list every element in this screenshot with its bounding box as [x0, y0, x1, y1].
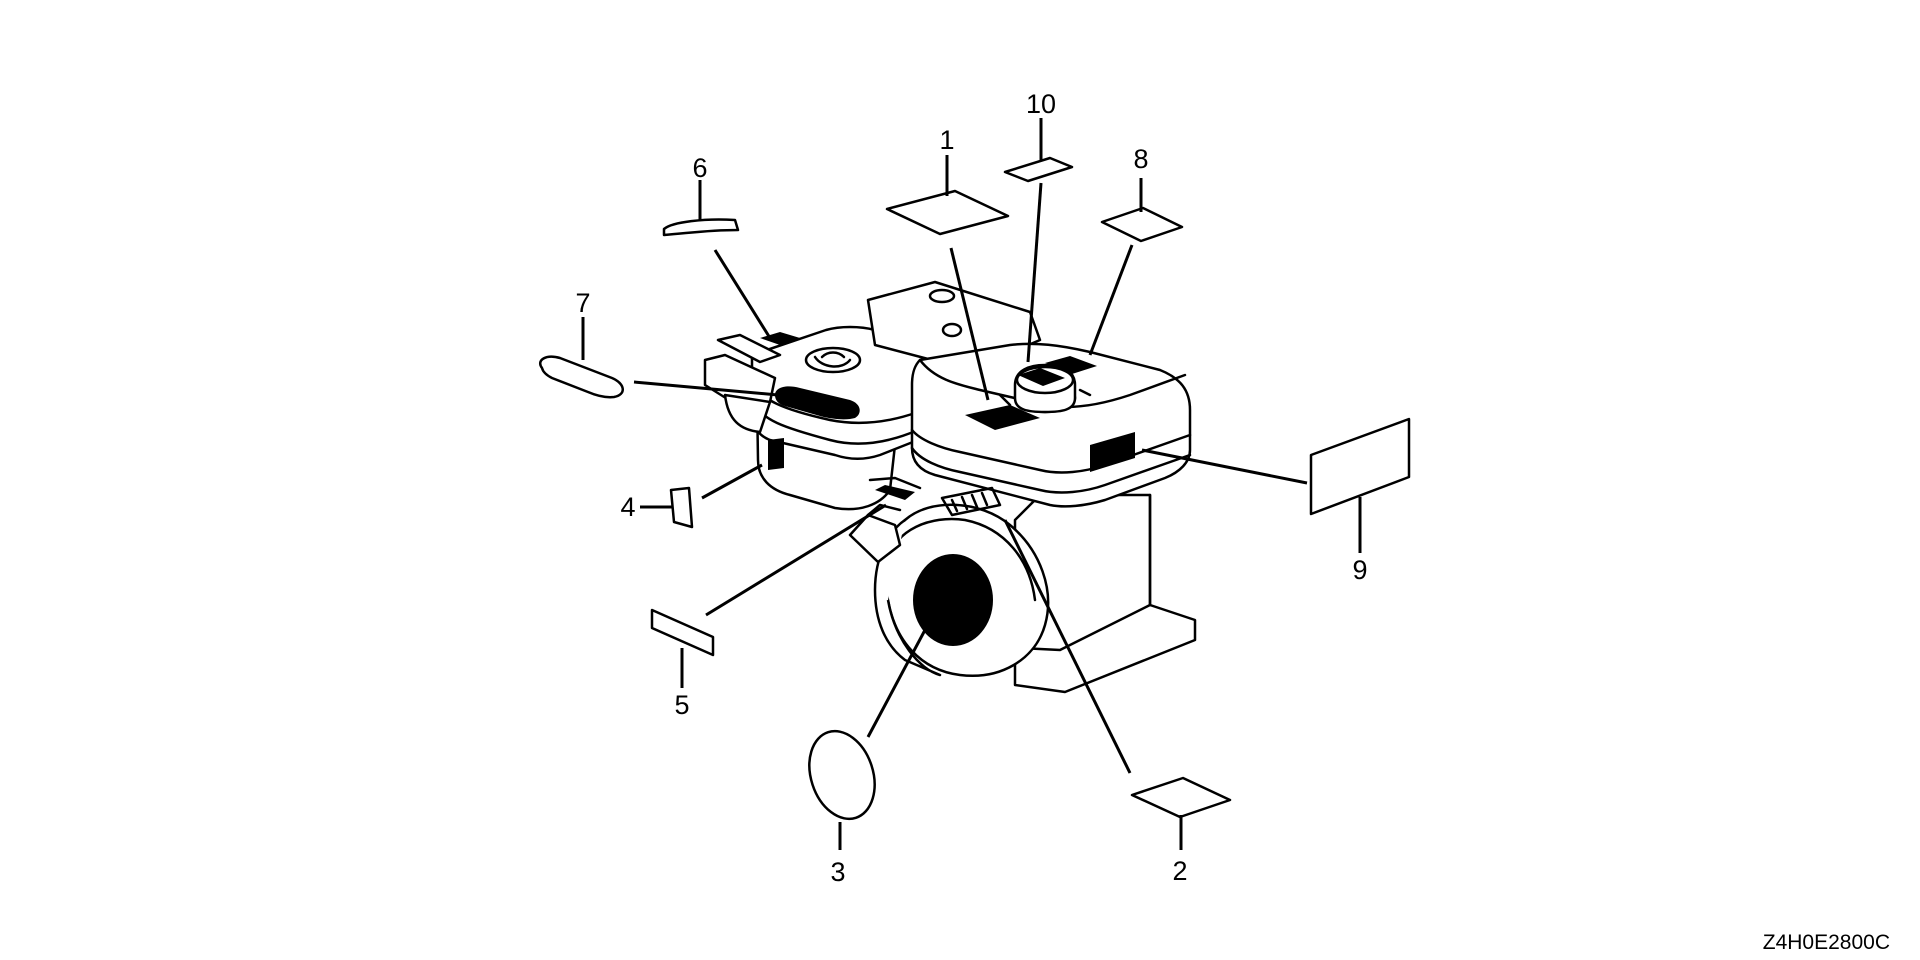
label-patch-5 [875, 485, 915, 500]
label-patch-4 [768, 438, 784, 470]
callout-6: 6 [692, 153, 707, 183]
callout-8: 8 [1133, 144, 1148, 174]
callout-shapes [539, 118, 1411, 850]
callout-9: 9 [1352, 555, 1367, 585]
label-patch-1 [965, 405, 1040, 430]
label-shape-5 [650, 608, 715, 657]
label-patch-10 [1018, 368, 1065, 386]
label-patch-8 [1045, 356, 1097, 374]
callout-4: 4 [620, 492, 635, 522]
label-patch-7 [775, 386, 860, 420]
label-shape-1 [885, 189, 1010, 236]
callout-3: 3 [830, 857, 845, 887]
label-shape-8 [1100, 206, 1184, 243]
callout-10: 10 [1026, 89, 1056, 119]
air-cleaner-cap [804, 346, 862, 374]
callout-1: 1 [939, 125, 954, 155]
label-shape-3 [808, 729, 876, 821]
callout-numbers: 1 2 3 4 5 6 7 8 9 10 [575, 89, 1367, 887]
callout-5: 5 [674, 690, 689, 720]
label-shape-7 [539, 355, 624, 399]
engine-illustration [703, 280, 1197, 694]
callout-2: 2 [1172, 856, 1187, 886]
callout-7: 7 [575, 288, 590, 318]
leader-lines [633, 182, 1308, 774]
label-shape-10 [1003, 156, 1074, 183]
label-shape-2 [1130, 776, 1232, 819]
recoil-hub [913, 554, 993, 646]
label-shape-9 [1309, 417, 1411, 516]
label-patch-9 [1090, 432, 1135, 472]
label-shape-6 [662, 218, 740, 237]
label-shape-4 [669, 486, 694, 529]
part-code: Z4H0E2800C [1763, 931, 1890, 954]
